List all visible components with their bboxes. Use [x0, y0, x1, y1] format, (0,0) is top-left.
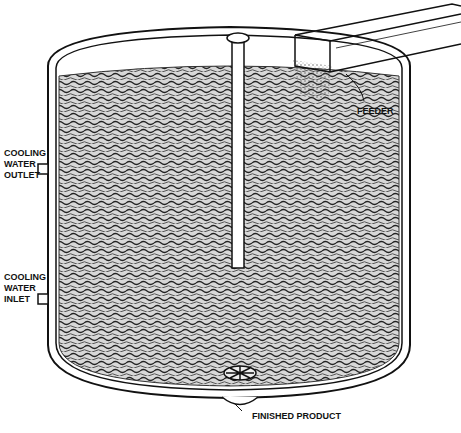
part-label: COOLING WATER INLET	[4, 272, 38, 305]
leader-line	[234, 403, 242, 411]
cooling-jacket	[48, 27, 410, 398]
leader-line	[346, 74, 364, 101]
shaft-top	[227, 33, 249, 43]
agitator-shaft	[232, 40, 244, 268]
granular-contents	[59, 66, 399, 386]
product-outlet	[222, 397, 258, 405]
part-label: FEEDER	[357, 106, 447, 117]
outlet-nozzle	[38, 164, 48, 174]
inlet-nozzle	[38, 294, 48, 304]
feeder-chute	[295, 4, 461, 72]
part-label: COOLING WATER OUTLET	[4, 148, 38, 181]
vessel-wall	[56, 35, 402, 390]
impeller	[224, 366, 256, 380]
part-label: FINISHED PRODUCT	[252, 411, 402, 422]
